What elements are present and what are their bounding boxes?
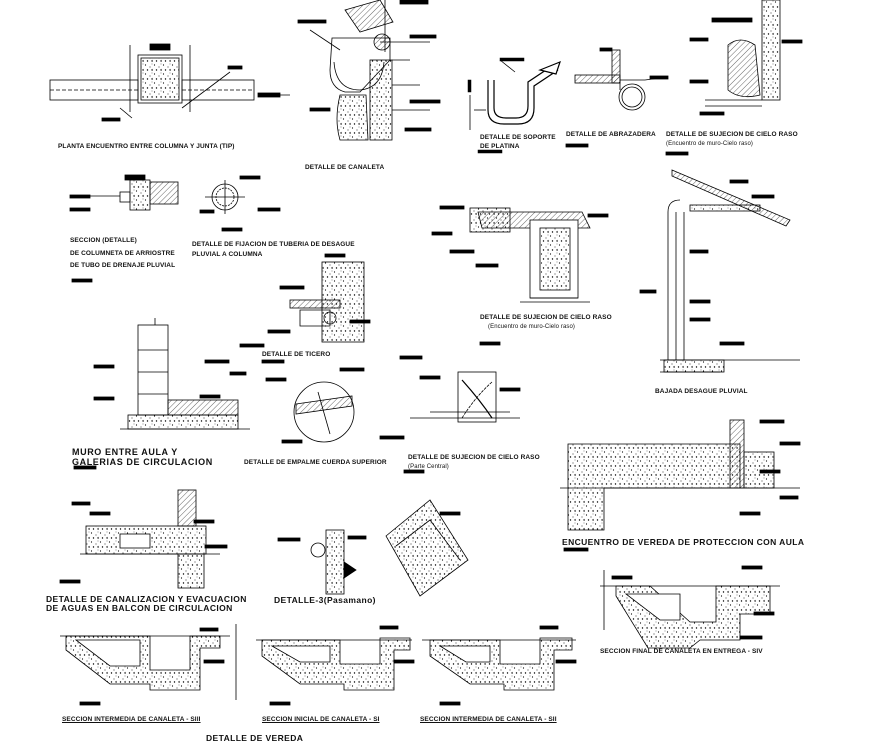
seccion-si-drawing (256, 625, 415, 706)
soporte-title-line1: DETALLE DE SOPORTE (480, 134, 556, 141)
soporte-title-line2: DE PLATINA (480, 143, 520, 150)
bajada-desague-drawing (639, 169, 800, 373)
seccion-siii-drawing (60, 624, 237, 706)
seccion-columneta-line2: DE COLUMNETA DE ARRIOSTRE (70, 250, 175, 257)
seccion-sii-title: SECCION INTERMEDIA DE CANALETA - SII (420, 716, 557, 723)
seccion-columneta-line1: SECCION (DETALLE) (70, 237, 137, 244)
ticero-title: DETALLE DE TICERO (262, 351, 331, 358)
ticero-drawing (239, 253, 371, 364)
sujecion-top-title: DETALLE DE SUJECION DE CIELO RASO (666, 131, 798, 138)
seccion-columneta-drawing (69, 174, 179, 283)
seccion-final-drawing (600, 565, 780, 649)
empalme-drawing (265, 367, 365, 444)
muro-aula-drawing (73, 318, 250, 470)
empalme-title: DETALLE DE EMPALME CUERDA SUPERIOR (244, 459, 387, 466)
pasamano-drawing (277, 499, 469, 597)
fijacion-title-line2: PLUVIAL A COLUMNA (192, 251, 263, 258)
sujecion-top-subtitle: (Encuentro de muro-Cielo raso) (666, 141, 754, 147)
fijacion-tuberia-drawing (199, 175, 281, 232)
soporte-platina-drawing (467, 57, 561, 154)
abrazadera-drawing (565, 47, 669, 148)
sujecion-mid-title: DETALLE DE SUJECION DE CIELO RASO (480, 314, 612, 321)
seccion-sii-drawing (422, 625, 577, 706)
planta-encuentro-title: PLANTA ENCUENTRO ENTRE COLUMNA Y JUNTA (… (58, 143, 235, 150)
sujecion-top-drawing (665, 0, 803, 156)
muro-title-line1: MURO ENTRE AULA Y (72, 447, 178, 457)
planta-encuentro-drawing (49, 43, 290, 122)
muro-title-line2: GALERIAS DE CIRCULACION (72, 457, 213, 467)
canalizacion-drawing (59, 489, 228, 589)
pasamano-title: DETALLE-3(Pasamano) (274, 595, 376, 605)
bajada-title: BAJADA DESAGUE PLUVIAL (655, 388, 748, 395)
sujecion-central-title: DETALLE DE SUJECION DE CIELO RASO (408, 454, 540, 461)
sujecion-mid-subtitle: (Encuentro de muro-Cielo raso) (488, 324, 576, 330)
canalizacion-title-line2: DE AGUAS EN BALCON DE CIRCULACION (46, 603, 233, 613)
detalle-canaleta-title: DETALLE DE CANALETA (305, 164, 385, 171)
abrazadera-title: DETALLE DE ABRAZADERA (566, 131, 656, 138)
seccion-final-title: SECCION FINAL DE CANALETA EN ENTREGA - S… (600, 648, 763, 655)
sujecion-mid-drawing (431, 205, 609, 346)
sujecion-central-drawing (379, 355, 521, 474)
fijacion-title-line1: DETALLE DE FIJACION DE TUBERIA DE DESAGU… (192, 241, 355, 248)
detalle-canaleta-drawing (297, 0, 441, 141)
encuentro-vereda-title: ENCUENTRO DE VEREDA DE PROTECCION CON AU… (562, 537, 805, 547)
seccion-si-title: SECCION INICIAL DE CANALETA - SI (262, 716, 380, 723)
seccion-columneta-line3: DE TUBO DE DRENAJE PLUVIAL (70, 262, 176, 269)
detalle-vereda-title: DETALLE DE VEREDA (206, 733, 304, 743)
seccion-siii-title: SECCION INTERMEDIA DE CANALETA - SIII (62, 716, 201, 723)
sujecion-central-subtitle: (Parte Central) (408, 464, 449, 470)
encuentro-vereda-drawing (560, 419, 801, 552)
canalizacion-title-line1: DETALLE DE CANALIZACION Y EVACUACION (46, 594, 247, 604)
